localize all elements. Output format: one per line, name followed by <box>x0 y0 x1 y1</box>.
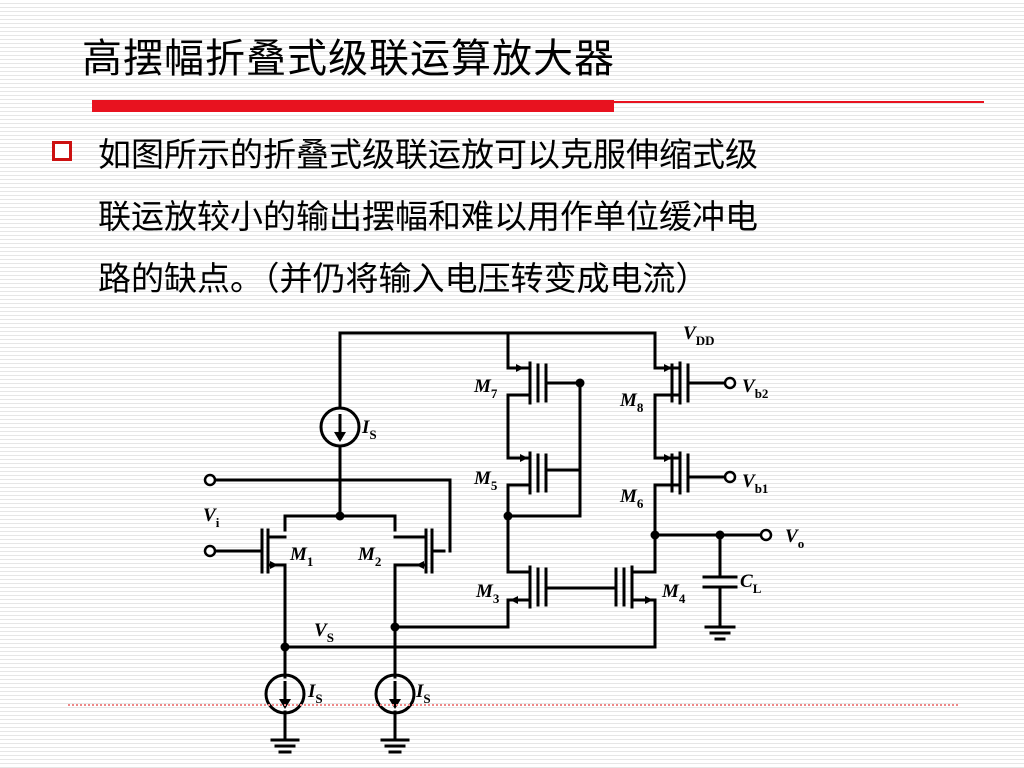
terminal-vb2 <box>723 376 737 390</box>
label-vo: Vo <box>785 526 804 551</box>
label-vb1: Vb1 <box>742 471 768 496</box>
label-vs: VS <box>314 620 334 645</box>
label-vi: Vi <box>203 505 220 530</box>
body-paragraph: 如图所示的折叠式级联运放可以克服伸缩式级 联运放较小的输出摆幅和难以用作单位缓冲… <box>98 124 978 310</box>
body-line-1: 如图所示的折叠式级联运放可以克服伸缩式级 <box>98 135 758 174</box>
body-line-2: 联运放较小的输出摆幅和难以用作单位缓冲电 <box>98 197 758 236</box>
terminal-vi-minus <box>203 544 217 558</box>
terminal-vo <box>759 528 773 542</box>
label-m6: M6 <box>619 486 644 511</box>
slide-title: 高摆幅折叠式级联运算放大器 <box>82 36 615 82</box>
label-m3: M3 <box>475 581 500 606</box>
bullet-square-icon <box>52 141 72 161</box>
label-is-top: IS <box>361 417 377 442</box>
title-underline-thin <box>614 101 984 103</box>
terminal-vb1 <box>723 470 737 484</box>
title-underline-thick <box>92 100 614 112</box>
label-m5: M5 <box>473 468 498 493</box>
terminal-vi-plus <box>203 473 217 487</box>
label-cl: CL <box>740 571 762 596</box>
current-source-bottom-left <box>264 673 306 715</box>
label-m2: M2 <box>357 544 381 569</box>
current-source-bottom-right <box>374 673 416 715</box>
label-m7: M7 <box>473 376 498 401</box>
label-m1: M1 <box>289 544 313 569</box>
current-source-top <box>319 406 361 448</box>
label-m8: M8 <box>619 390 644 415</box>
label-vdd: VDD <box>683 323 714 348</box>
label-vb2: Vb2 <box>742 376 768 401</box>
label-is-bottom-left: IS <box>307 681 323 706</box>
label-m4: M4 <box>661 581 686 606</box>
body-line-3: 路的缺点。（并仍将输入电压转变成电流） <box>98 259 709 298</box>
bottom-divider <box>68 704 958 706</box>
label-is-bottom-right: IS <box>415 681 431 706</box>
